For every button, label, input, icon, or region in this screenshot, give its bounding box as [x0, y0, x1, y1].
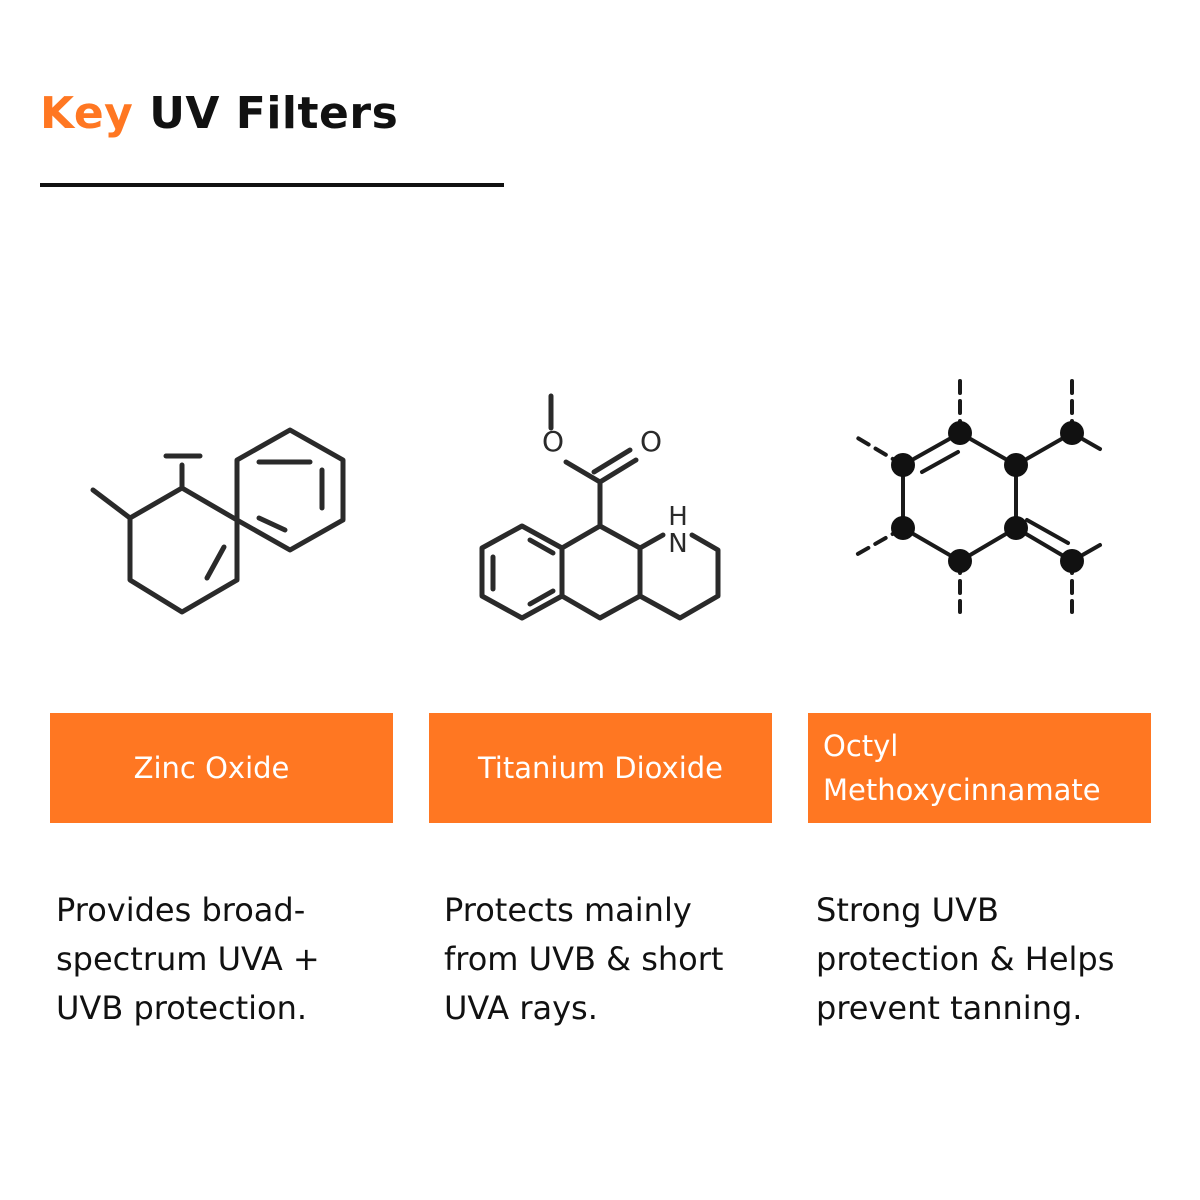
filter-name-line: Methoxycinnamate	[823, 773, 1101, 807]
filter-label-titanium-dioxide: Titanium Dioxide	[429, 713, 772, 823]
description-line: Protects mainly	[444, 891, 692, 929]
filter-description-zinc-oxide: Provides broad- spectrum UVA + UVB prote…	[56, 886, 320, 1033]
bicyclic-molecule-icon	[80, 420, 360, 620]
filter-name-line: Octyl	[823, 729, 899, 763]
description-line: Provides broad-	[56, 891, 306, 929]
filter-description-octyl-methoxycinnamate: Strong UVB protection & Helps prevent ta…	[816, 886, 1114, 1033]
title-rest: UV Filters	[149, 88, 399, 139]
title-accent: Key	[40, 88, 134, 139]
filter-name: Zinc Oxide	[133, 751, 290, 785]
description-line: UVB protection.	[56, 989, 308, 1027]
atom-label-nitrogen: N	[668, 529, 687, 559]
filter-name: Titanium Dioxide	[477, 751, 723, 785]
ester-amine-molecule-icon: O O H N	[470, 385, 730, 625]
page-title: Key UV Filters	[40, 88, 398, 139]
atom-label-oxygen-ether: O	[542, 425, 564, 458]
hexagonal-lattice-molecule-icon	[850, 375, 1105, 620]
atom-label-hydrogen: H	[668, 502, 688, 532]
atom-label-oxygen-carbonyl: O	[640, 425, 662, 458]
filter-label-octyl-methoxycinnamate: Octyl Methoxycinnamate	[808, 713, 1151, 823]
title-underline	[40, 183, 504, 187]
filter-description-titanium-dioxide: Protects mainly from UVB & short UVA ray…	[444, 886, 723, 1033]
description-line: Strong UVB	[816, 891, 999, 929]
description-line: UVA rays.	[444, 989, 598, 1027]
description-line: protection & Helps	[816, 940, 1115, 978]
description-line: prevent tanning.	[816, 989, 1083, 1027]
filter-label-zinc-oxide: Zinc Oxide	[50, 713, 393, 823]
description-line: spectrum UVA +	[56, 940, 320, 978]
description-line: from UVB & short	[444, 940, 724, 978]
